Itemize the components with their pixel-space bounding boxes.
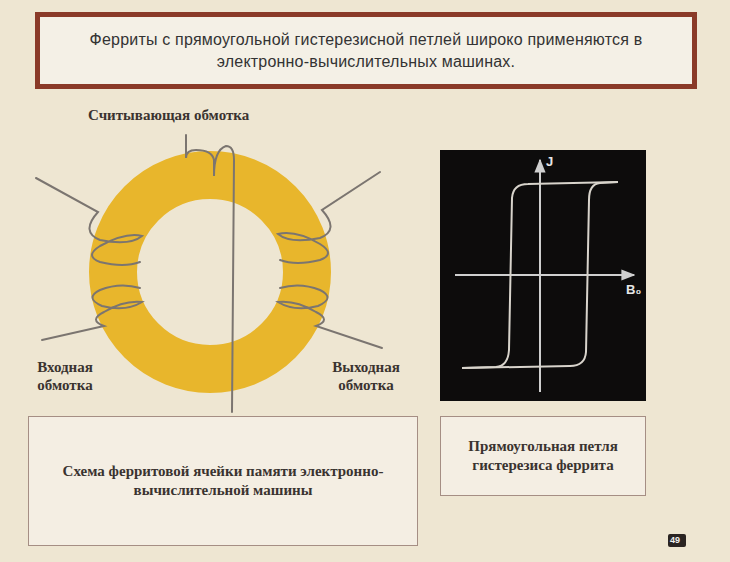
plot-panel <box>440 150 646 401</box>
output-winding <box>278 172 380 263</box>
hysteresis-loop <box>462 182 618 368</box>
plot-axes <box>455 160 634 392</box>
caption-text: Прямоугольная петля гистерезиса феррита <box>451 437 635 476</box>
reading-winding <box>186 135 234 412</box>
axis-label: J <box>546 154 553 170</box>
winding-label: Считывающая обмотка <box>88 106 249 124</box>
input-winding <box>42 285 142 340</box>
winding-label: Выходная обмотка <box>314 358 418 394</box>
axis-label: B₀ <box>626 282 641 298</box>
caption-box: Прямоугольная петля гистерезиса феррита <box>440 416 646 496</box>
frame-plate <box>668 534 686 547</box>
ferrite-ring <box>113 175 307 369</box>
caption-text: Схема ферритовой ячейки памяти электронн… <box>39 462 407 501</box>
output-winding <box>278 285 382 348</box>
input-winding <box>36 178 142 265</box>
caption-box: Схема ферритовой ячейки памяти электронн… <box>28 416 418 546</box>
winding-label: Входная обмотка <box>20 358 110 394</box>
title-box: Ферриты с прямоугольной гистерезисной пе… <box>35 12 697 89</box>
frame-number: 49 <box>670 535 680 546</box>
